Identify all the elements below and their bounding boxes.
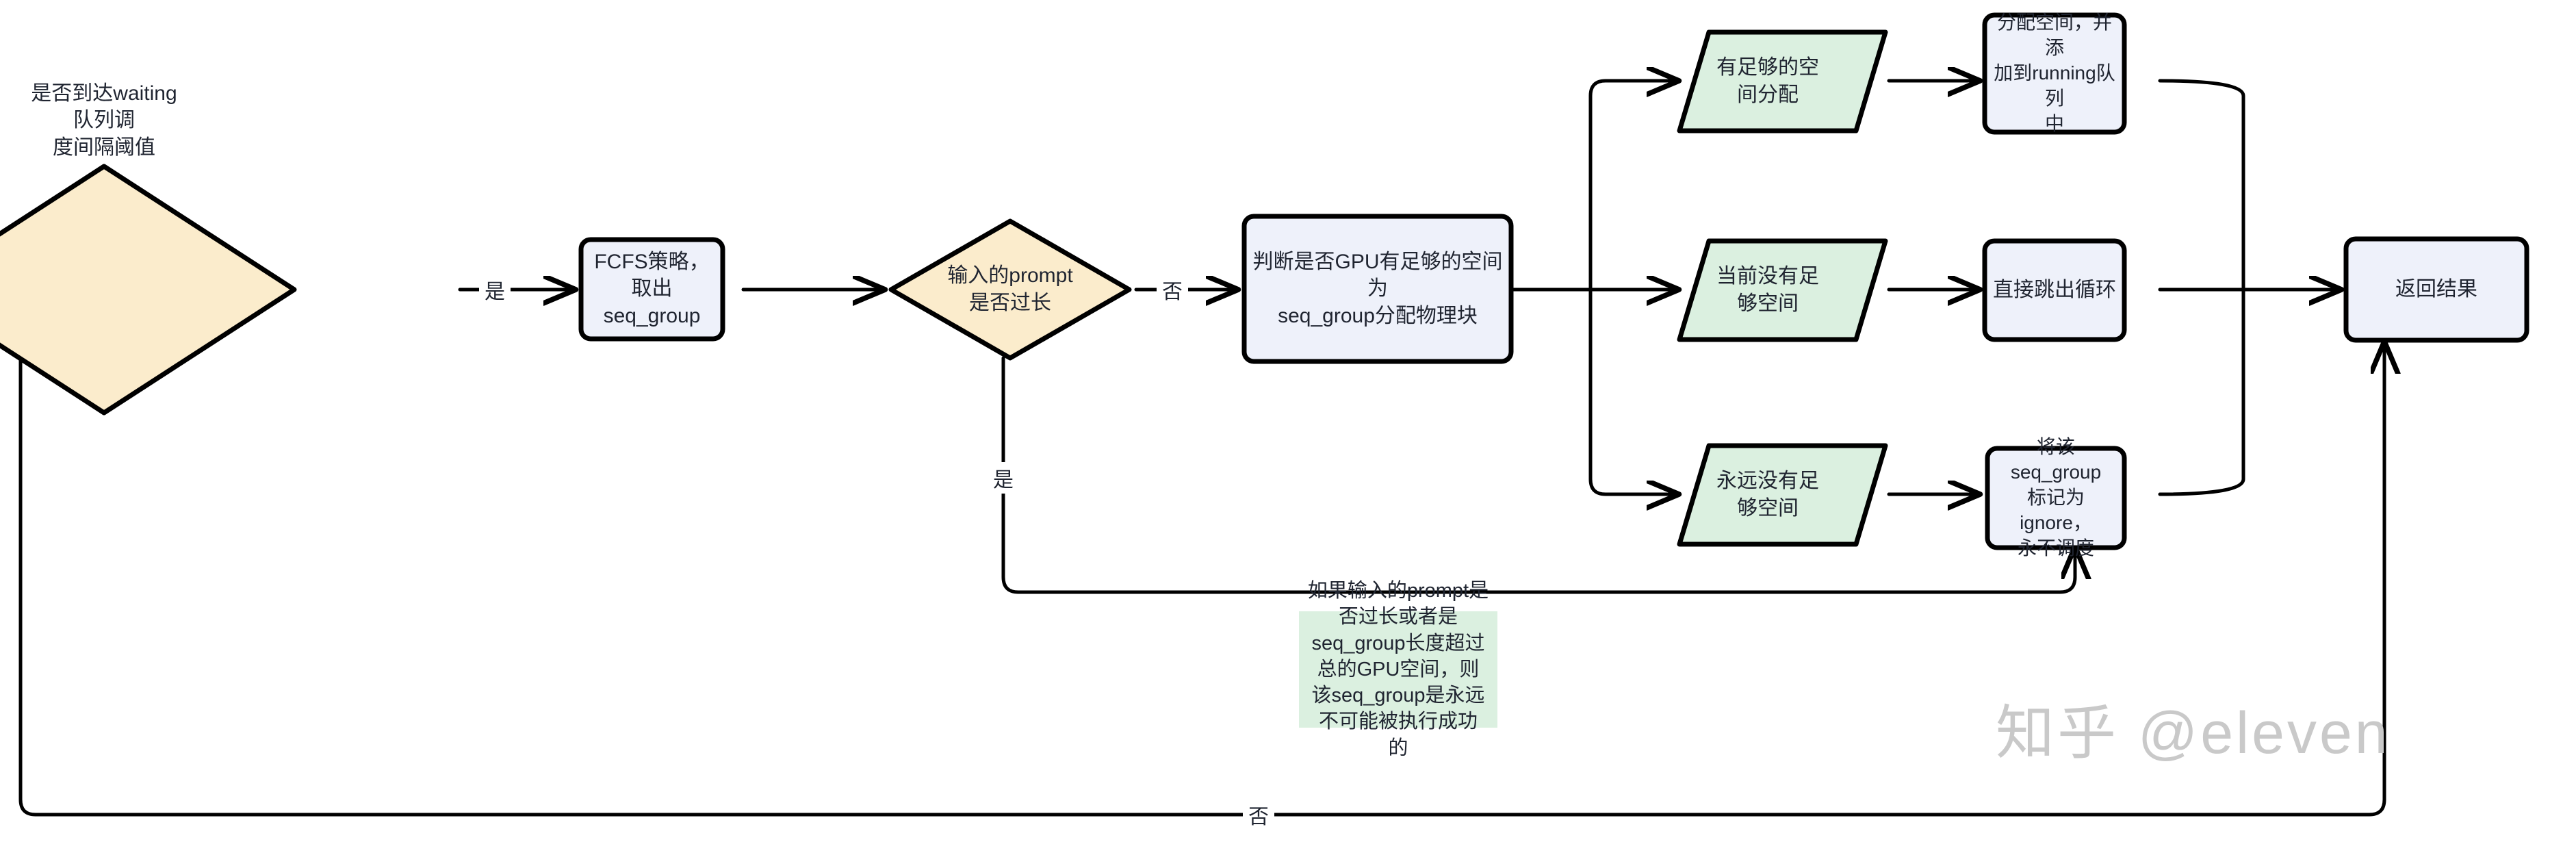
node-fcfs-shape[interactable] — [578, 237, 725, 342]
edge-junction-to-enough — [1588, 81, 1678, 292]
node-gpucheck-shape[interactable] — [1241, 214, 1514, 364]
node-return-result-shape[interactable] — [2343, 236, 2529, 343]
node-never-space-shape[interactable] — [1677, 443, 1888, 547]
node-prompt-shape[interactable] — [888, 218, 1132, 361]
node-mark-ignore-shape[interactable] — [1985, 446, 2127, 550]
node-break-loop-shape[interactable] — [1982, 238, 2127, 342]
nodes-group — [0, 12, 2529, 728]
node-alloc-running-shape[interactable] — [1982, 12, 2127, 135]
note-explanation-shape — [1299, 611, 1497, 728]
edge-prompt-yes-to-ignore — [1001, 356, 2075, 594]
watermark-text: 知乎 @eleven — [1996, 700, 2391, 766]
edge-alloc-to-merge — [2158, 79, 2245, 292]
edges-group — [18, 79, 2384, 817]
edge-ignore-to-merge — [2158, 288, 2245, 496]
edge-label-interval-no: 否 — [1243, 799, 1274, 830]
node-check-interval-shape[interactable] — [0, 164, 297, 416]
node-no-space-shape[interactable] — [1677, 238, 1888, 342]
edge-label-prompt-yes: 是 — [988, 462, 1019, 494]
edge-label-interval-yes: 是 — [479, 274, 511, 305]
node-enough-space-shape[interactable] — [1677, 29, 1888, 133]
edge-junction-to-never — [1588, 288, 1678, 494]
edge-label-prompt-no: 否 — [1157, 274, 1188, 305]
